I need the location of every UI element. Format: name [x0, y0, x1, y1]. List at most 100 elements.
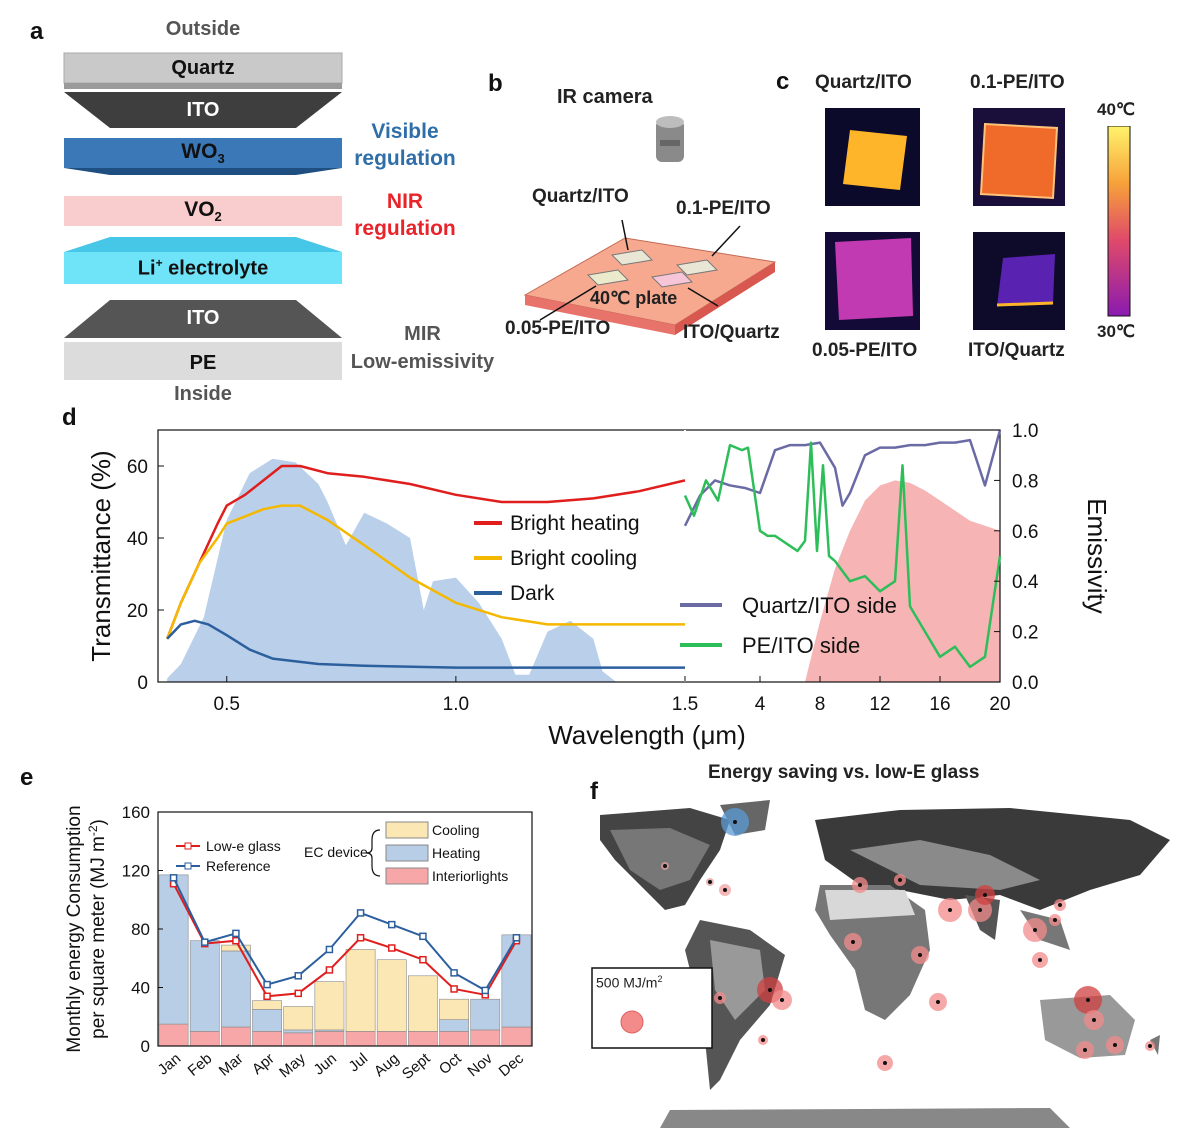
city-dot-20 — [883, 1061, 887, 1065]
ytick-label-left-1: 20 — [127, 601, 148, 622]
city-dot-17 — [718, 996, 722, 1000]
xtick-label-e-0: Jan — [155, 1050, 184, 1079]
bar-heating-10 — [470, 998, 501, 1031]
xtick-label-e-3: Apr — [249, 1050, 278, 1078]
legend-label-ec: EC device — [304, 844, 368, 860]
line-marker-1-5 — [325, 945, 334, 954]
bar-interiorlights-0 — [158, 1023, 189, 1047]
legend-label-left-2: Dark — [510, 582, 555, 605]
xtick-label-right-1: 8 — [815, 694, 826, 715]
world-map-drawing — [591, 800, 1170, 1128]
line-marker-0-3 — [263, 992, 271, 1001]
bar-interiorlights-10 — [470, 1029, 501, 1047]
xtick-label-right-0: 4 — [755, 694, 766, 715]
ytick-label-e-4: 160 — [122, 803, 150, 822]
li-electrolyte-layer — [64, 252, 342, 284]
line-marker-0-6 — [356, 934, 365, 942]
line-marker-1-9 — [450, 969, 458, 977]
city-dot-23 — [1083, 1048, 1087, 1052]
thermal-title-tr: 0.1-PE/ITO — [970, 72, 1065, 93]
xtick-label-e-11: Dec — [496, 1050, 528, 1080]
line-marker-0-8 — [419, 955, 427, 964]
line-0 — [172, 883, 518, 998]
ytick-label-e-1: 40 — [131, 979, 150, 998]
city-dot-4 — [858, 883, 862, 887]
bar-heating-4 — [283, 1029, 314, 1034]
line-marker-1-4 — [294, 972, 302, 980]
legend-label-stack-2: Interiorlights — [432, 868, 508, 884]
quartz-ito-label: Quartz/ITO — [532, 186, 629, 207]
panel-label-b: b — [488, 70, 503, 97]
city-dot-5 — [898, 878, 902, 882]
legend-label-right-0: Quartz/ITO side — [742, 593, 897, 618]
legend-label-right-1: PE/ITO side — [742, 633, 860, 658]
ir-camera-label: IR camera — [557, 86, 653, 108]
bar-cooling-5 — [314, 981, 345, 1031]
ito-top-layer — [64, 92, 342, 128]
legend-label-lowe: Low-e glass — [206, 838, 281, 854]
scale-label: 500 MJ/m2 — [596, 974, 663, 991]
line-marker-1-6 — [356, 909, 365, 917]
colorbar-max-label: 40℃ — [1097, 100, 1136, 119]
xtick-label-e-7: Aug — [371, 1050, 402, 1080]
inside-label: Inside — [174, 383, 232, 405]
city-dot-19 — [936, 1000, 940, 1004]
ytick-label-left-3: 60 — [127, 457, 148, 478]
legend-label-left-0: Bright heating — [510, 512, 640, 535]
line-marker-0-2 — [232, 936, 240, 945]
thermal-title-bl: 0.05-PE/ITO — [812, 340, 918, 361]
legend-swatch-2 — [385, 867, 429, 885]
xtick-label-e-6: Jul — [346, 1050, 372, 1075]
sample-005pe-ito — [586, 269, 630, 286]
series-line-left-1 — [165, 504, 685, 640]
scale-box — [591, 967, 713, 1049]
y-axis-label-left: Transmittance (%) — [86, 450, 116, 661]
ytick-label-left-0: 0 — [137, 673, 148, 694]
colorbar-min-label: 30℃ — [1097, 322, 1136, 341]
panel-label-c: c — [776, 68, 790, 95]
panel-label-d: d — [62, 404, 77, 431]
xtick-label-e-9: Oct — [436, 1050, 465, 1079]
series-line-right-1 — [683, 441, 1002, 669]
series-line-right-0 — [683, 429, 1002, 527]
xtick-label-e-5: Jun — [311, 1050, 340, 1079]
bar-interiorlights-8 — [408, 1031, 438, 1047]
sample-ito-quartz — [650, 271, 694, 288]
line-marker-0-5 — [325, 966, 334, 974]
bar-heating-9 — [439, 1019, 469, 1032]
bar-heating-1 — [189, 940, 220, 1032]
pe-label: PE — [189, 352, 217, 374]
xtick-label-right-4: 20 — [989, 694, 1010, 715]
bar-heating-2 — [221, 950, 251, 1028]
city-dot-0 — [733, 820, 737, 824]
line-marker-1-1 — [201, 938, 209, 946]
city-dot-24 — [1113, 1043, 1117, 1047]
thermal-title-tl: Quartz/ITO — [815, 72, 912, 93]
ytick-label-e-3: 120 — [122, 862, 150, 881]
solar-spectrum-area — [167, 458, 617, 682]
quartz-label: Quartz — [171, 57, 235, 79]
city-dot-3 — [663, 864, 667, 868]
xtick-label-e-4: May — [276, 1050, 309, 1082]
city-dot-14 — [918, 953, 922, 957]
sample-quartz-ito — [610, 249, 654, 266]
xtick-label-e-8: Sept — [399, 1050, 434, 1083]
wo3-label: WO3 — [181, 140, 225, 167]
ito-bottom-layer — [64, 300, 342, 338]
wo3-layer — [64, 138, 342, 168]
bar-cooling-4 — [283, 1006, 314, 1031]
ytick-label-right-5: 1.0 — [1012, 421, 1038, 442]
bar-cooling-7 — [376, 959, 407, 1032]
legend-marker-ref — [184, 862, 192, 870]
ito-quartz-label: ITO/Quartz — [683, 322, 780, 343]
ito-top-label: ITO — [186, 99, 220, 121]
city-dot-25 — [1148, 1044, 1152, 1048]
xtick-label-e-10: Nov — [464, 1050, 496, 1080]
xtick-label-left-0: 0.5 — [214, 694, 240, 715]
city-dot-13 — [851, 940, 855, 944]
line-marker-1-8 — [419, 932, 427, 941]
series-line-left-0 — [165, 464, 686, 640]
ytick-label-e-0: 0 — [141, 1037, 150, 1056]
sample-01pe-ito — [675, 259, 719, 276]
